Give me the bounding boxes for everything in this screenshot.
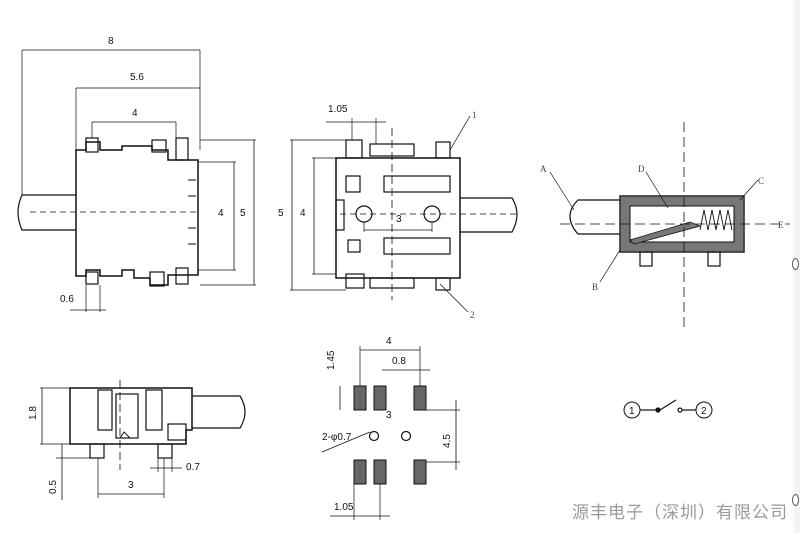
pcb-footprint [321,346,460,520]
dim-0.8: 0.8 [392,356,406,367]
dim-4.5: 4.5 [442,434,453,448]
dim-5.6: 5.6 [130,72,144,83]
dim-1.05-footprint: 1.05 [334,502,354,513]
switch-schematic [623,399,713,419]
dim-1.8: 1.8 [28,406,39,420]
terminal-1: 1 [629,406,635,417]
dim-0.5: 0.5 [48,480,59,494]
bottom-side-view [40,380,246,500]
dim-4-top: 4 [132,108,138,119]
scroll-handle-lower[interactable] [792,494,799,506]
dim-4-footprint: 4 [386,336,392,347]
scroll-handle[interactable] [792,258,799,270]
dim-8: 8 [108,36,114,47]
label-1: 1 [472,110,477,120]
label-C: C [758,176,764,186]
dim-1.05-top: 1.05 [328,104,348,115]
company-watermark: 源丰电子（深圳）有限公司 [572,503,788,523]
dim-5-left: 5 [278,208,284,219]
dim-5-right: 5 [240,208,246,219]
top-view [17,49,256,312]
dim-4-left: 4 [300,208,306,219]
label-B: B [592,282,598,292]
label-D: D [638,164,645,174]
terminal-2: 2 [701,406,707,417]
dim-3-holes: 3 [396,214,402,225]
label-E: E [778,220,784,230]
dim-3-footprint: 3 [386,410,392,421]
dim-4-right: 4 [218,208,224,219]
dim-0.6: 0.6 [60,294,74,305]
dim-1.45: 1.45 [326,350,337,370]
dim-hole-dia: 2-φ0.7 [322,432,352,443]
front-view [290,115,520,313]
section-view [549,122,790,330]
label-2: 2 [470,310,475,320]
label-A: A [540,164,547,174]
dim-0.7: 0.7 [186,462,200,473]
dim-3-bottom: 3 [128,480,134,491]
